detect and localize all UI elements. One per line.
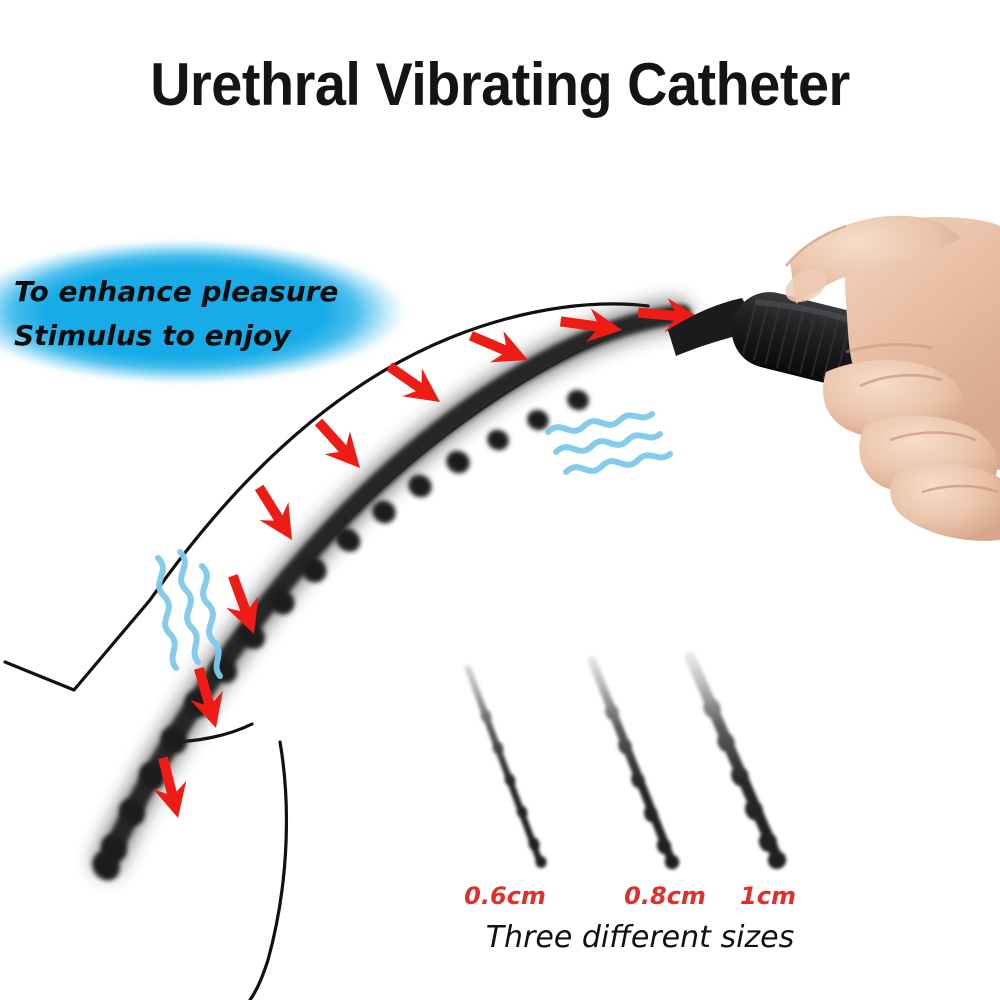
size-label-small: 0.6cm <box>464 882 546 910</box>
callout-text: To enhance pleasure Stimulus to enjoy <box>14 270 414 358</box>
callout-line-1: To enhance pleasure <box>14 275 339 308</box>
size-label-medium: 0.8cm <box>624 882 706 910</box>
page-title: Urethral Vibrating Catheter <box>150 51 850 118</box>
callout-bubble: To enhance pleasure Stimulus to enjoy <box>0 238 410 386</box>
sizes-caption: Three different sizes <box>485 920 795 955</box>
size-sample-rods <box>464 650 787 870</box>
catheter-rod-small <box>464 664 547 868</box>
callout-line-2: Stimulus to enjoy <box>14 319 291 352</box>
vibration-waves <box>155 411 673 679</box>
hand-holding-device <box>785 215 1000 541</box>
insertion-direction-arrows <box>153 298 700 818</box>
callout-ellipse-shape <box>0 238 410 386</box>
catheter-shaft-glow <box>93 299 691 875</box>
catheter-rod-large <box>684 650 787 870</box>
size-label-large: 1cm <box>740 882 796 910</box>
catheter-rod-medium <box>587 655 680 870</box>
